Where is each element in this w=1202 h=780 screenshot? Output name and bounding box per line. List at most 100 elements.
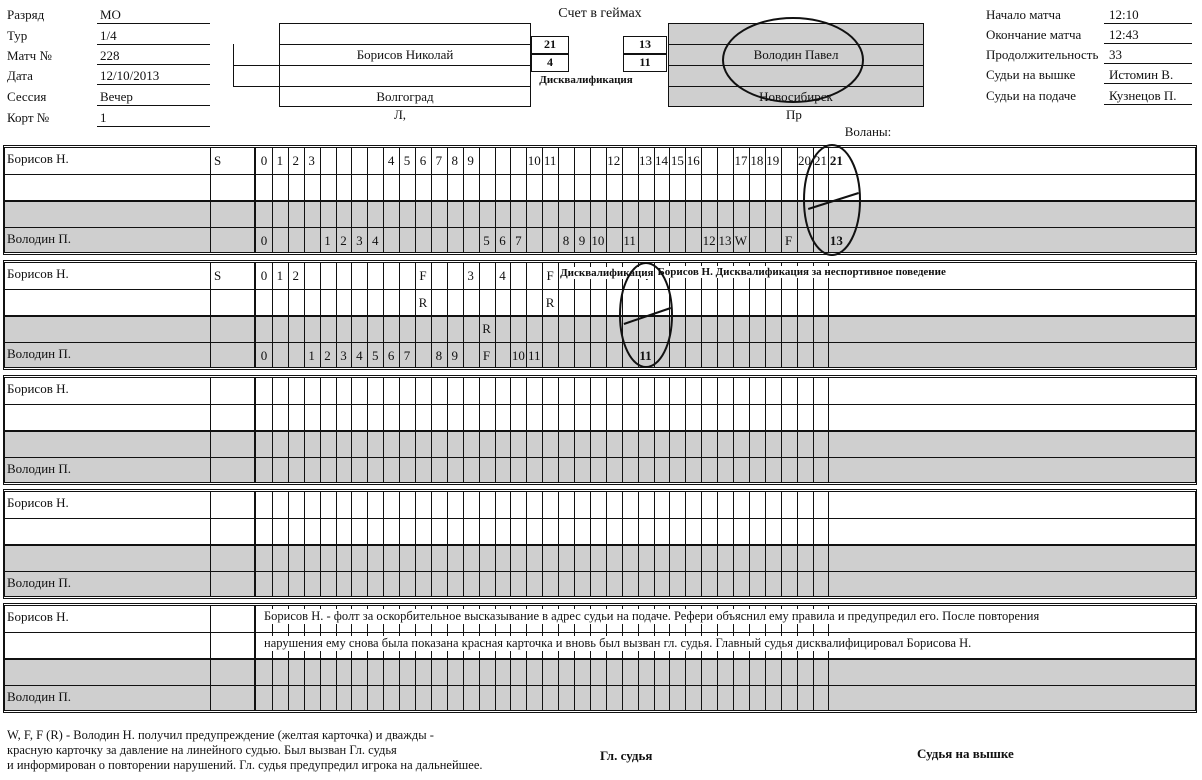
- info-value: 12:10: [1109, 7, 1139, 22]
- score-cell: 2: [292, 268, 299, 283]
- score-cell: 1: [324, 232, 331, 248]
- score-cell: 7: [435, 153, 443, 168]
- game-player1-name: Борисов Н.: [7, 266, 69, 281]
- score-cell: 6: [419, 153, 427, 168]
- info-label: Тур: [7, 28, 28, 43]
- info-label: Продолжительность: [986, 47, 1099, 62]
- server-mark: S: [214, 268, 222, 283]
- score-cell: 5: [403, 153, 411, 168]
- p2-game2-score: 11: [639, 55, 651, 69]
- score-cell: 9: [467, 153, 474, 168]
- info-label: Сессия: [7, 89, 47, 104]
- score-cell: 11: [639, 347, 652, 363]
- game-player2-name: Володин П.: [7, 230, 72, 246]
- score-cell: 13: [639, 153, 653, 168]
- score-cell: 11: [527, 347, 541, 363]
- score-cell: 3: [340, 347, 347, 363]
- score-cell: 11: [543, 153, 557, 168]
- score-cell: 4: [387, 153, 395, 168]
- player1-city: Волгоград: [376, 89, 434, 104]
- score-cell: F: [419, 268, 427, 283]
- score-cell: 0: [260, 268, 268, 283]
- game-player1-name: Борисов Н.: [7, 495, 69, 510]
- score-circle-mark: [803, 144, 862, 256]
- score-cell: 2: [292, 153, 299, 168]
- score-cell: 8: [451, 153, 458, 168]
- score-cell: 21: [829, 153, 843, 168]
- score-cell: 7: [515, 232, 522, 248]
- score-cell: 10: [511, 347, 525, 363]
- score-cell: 0: [260, 232, 268, 248]
- score-cell: 13: [829, 232, 843, 248]
- score-cell: 12: [607, 153, 621, 168]
- game-player1-name: Борисов Н.: [7, 381, 69, 396]
- info-value: 12/10/2013: [100, 68, 160, 83]
- score-cell: 11: [623, 232, 636, 248]
- score-cell: 3: [467, 268, 474, 283]
- score-cell: 4: [371, 232, 379, 248]
- score-cell: F: [482, 347, 491, 363]
- score-cell: 10: [591, 232, 605, 248]
- info-value: 12:43: [1109, 27, 1139, 42]
- score-cell: 13: [718, 232, 732, 248]
- score-cell: 14: [654, 153, 668, 168]
- footer-note-line1: W, F, F (R) - Володин Н. получил предупр…: [7, 728, 434, 742]
- score-cell: R: [482, 321, 491, 336]
- score-cell: R: [545, 294, 555, 310]
- p1-game2-score-box: [531, 54, 569, 72]
- score-cell: 19: [766, 153, 780, 168]
- score-cell: 10: [527, 153, 541, 168]
- score-cell: R: [418, 294, 428, 310]
- p1-game1-score-box: [531, 36, 569, 54]
- info-value: 33: [1109, 47, 1122, 62]
- score-cell: 16: [686, 153, 700, 168]
- score-cell: 6: [499, 232, 506, 248]
- score-cell: 2: [324, 347, 331, 363]
- footer-note: W, F, F (R) - Володин Н. получил предупр…: [7, 728, 483, 773]
- game-table-frame: [3, 603, 1197, 713]
- score-cell: 21: [813, 153, 827, 168]
- score-cell: 1: [276, 268, 284, 283]
- info-value: Кузнецов П.: [1109, 88, 1177, 103]
- score-cell: 15: [670, 153, 684, 168]
- info-value: МО: [100, 7, 121, 22]
- score-circle-mark: [618, 262, 673, 368]
- score-cell: W: [734, 232, 748, 248]
- info-value: Вечер: [100, 89, 133, 104]
- player2-circle-mark: [722, 17, 864, 103]
- score-cell: 5: [483, 232, 490, 248]
- score-cell: 4: [356, 347, 363, 363]
- game-player1-name: Борисов Н.: [7, 151, 69, 166]
- player2-name: Володин Павел: [753, 47, 839, 62]
- p1-game2-score: 4: [547, 55, 553, 69]
- info-value: 228: [100, 48, 120, 63]
- score-cell: 8: [562, 232, 570, 248]
- footer-note-line2: красную карточку за давление на линейног…: [7, 743, 397, 757]
- info-label: Судьи на подаче: [986, 88, 1077, 103]
- header-disqualification: Дисквалификация: [539, 74, 633, 86]
- score-cell: 0: [260, 347, 268, 363]
- score-cell: 12: [702, 232, 716, 248]
- game-player2-name: Володин П.: [7, 345, 72, 361]
- p1-game1-score: 21: [544, 37, 556, 51]
- score-cell: 1: [276, 153, 284, 168]
- score-cell: 0: [260, 153, 268, 168]
- score-cell: 7: [403, 347, 411, 363]
- info-label: Матч №: [7, 48, 52, 63]
- p2-game2-score-box: [623, 54, 667, 72]
- game-player2-name: Володин П.: [7, 688, 72, 704]
- disqualification-note: Борисов Н. Дисквалификация за неспортивн…: [657, 266, 1194, 278]
- game-player1-name: Борисов Н.: [7, 609, 69, 624]
- info-label: Окончание матча: [986, 27, 1082, 42]
- disqualification-mark: Дисквалификация: [560, 267, 654, 279]
- umpire-label: Судья на вышке: [917, 746, 1014, 761]
- info-value: 1/4: [100, 28, 117, 43]
- score-cell: 18: [750, 153, 764, 168]
- game-player2-name: Володин П.: [7, 574, 72, 590]
- score-cell: 2: [340, 232, 347, 248]
- score-cell: 9: [451, 347, 458, 363]
- score-cell: 20: [798, 153, 812, 168]
- score-cell: F: [785, 232, 793, 248]
- score-cell: 6: [387, 347, 395, 363]
